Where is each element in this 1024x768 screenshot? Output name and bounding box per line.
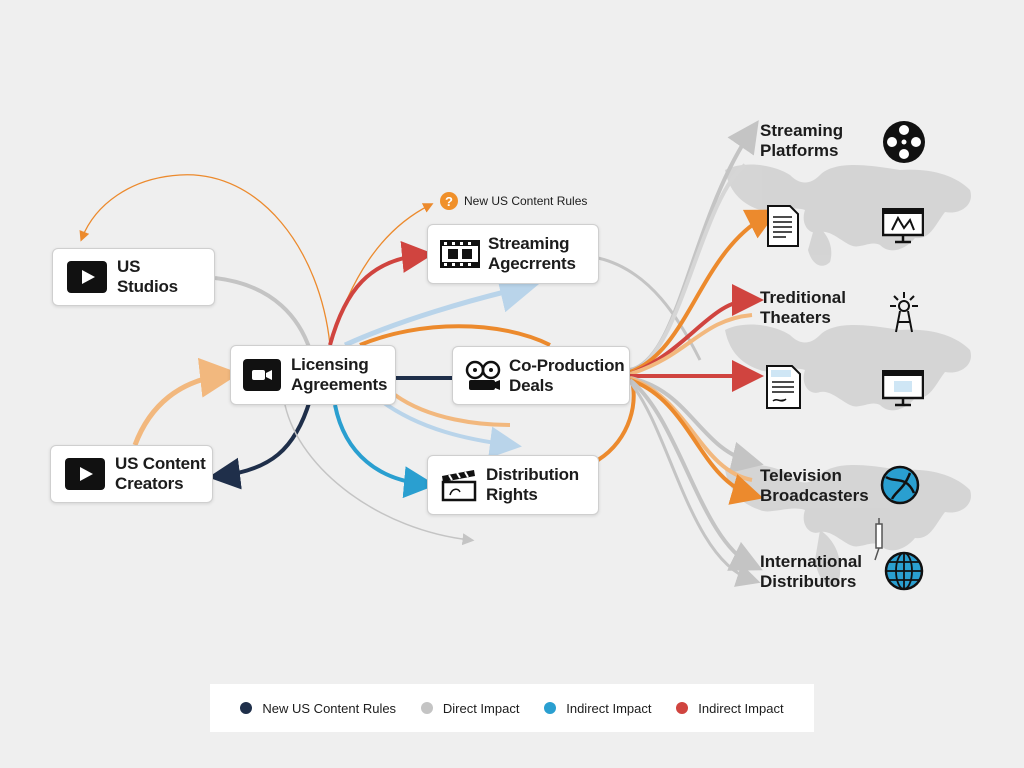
legend-dot <box>676 702 689 714</box>
legend-item: Direct Impact <box>420 700 520 716</box>
target-label-line: Streaming <box>760 121 844 140</box>
node-label-line: Streaming <box>488 234 570 253</box>
contract-icon <box>764 364 802 415</box>
target-label-line: Platforms <box>760 141 839 160</box>
node-label-line: US <box>117 257 141 276</box>
question-icon: ? <box>440 192 458 210</box>
clapperboard-icon <box>440 468 478 502</box>
node-label-line: Distribution <box>486 465 579 484</box>
node-label-line: US Content <box>115 454 206 473</box>
node-distribution-rights[interactable]: Distribution Rights <box>427 455 599 515</box>
legend-item: New US Content Rules <box>240 701 396 716</box>
target-label-line: Theaters <box>760 308 831 327</box>
film-projector-icon <box>465 360 501 392</box>
legend-item: Indirect Impact <box>544 700 652 716</box>
node-label-line: Agecrrents <box>488 254 576 273</box>
legend-dot <box>544 702 557 714</box>
target-label-line: Distributors <box>760 572 857 591</box>
node-us-studios[interactable]: US Studios <box>52 248 215 306</box>
target-label-line: Broadcasters <box>760 486 869 505</box>
node-label-line: Deals <box>509 375 554 395</box>
antenna-icon <box>884 290 924 339</box>
node-label-line: Co-Production <box>509 355 625 375</box>
legend-item: Indirect Impact <box>676 700 784 716</box>
node-label-line: Creators <box>115 474 184 493</box>
target-traditional-theaters[interactable]: Treditional Theaters <box>760 288 846 328</box>
node-label-line: Licensing <box>291 355 369 374</box>
legend: New US Content Rules Direct Impact Indir… <box>210 684 814 732</box>
new-rules-label: New US Content Rules <box>464 194 588 208</box>
camera-icon <box>243 359 281 391</box>
legend-label: Indirect Impact <box>566 700 652 716</box>
node-co-production-deals[interactable]: Co-Production Deals <box>452 346 630 405</box>
node-us-content-creators[interactable]: US Content Creators <box>50 445 213 503</box>
legend-dot <box>420 702 433 714</box>
node-label-line: Rights <box>486 485 538 504</box>
play-icon <box>65 458 105 490</box>
film-strip-icon <box>440 240 480 268</box>
document-icon <box>766 205 800 252</box>
play-icon <box>67 261 107 293</box>
legend-label: Direct Impact <box>442 700 520 716</box>
target-television-broadcasters[interactable]: Television Broadcasters <box>760 466 869 506</box>
legend-dot <box>240 702 253 714</box>
globe-icon <box>884 551 924 596</box>
monitor-icon <box>881 369 925 413</box>
target-international-distributors[interactable]: International Distributors <box>760 552 862 592</box>
node-label-line: Agreements <box>291 375 388 394</box>
film-reel-icon <box>882 120 926 169</box>
target-streaming-platforms[interactable]: Streaming Platforms <box>760 121 843 161</box>
target-label-line: Television <box>760 466 842 485</box>
world-map-1 <box>725 164 971 266</box>
new-rules-annotation: ? New US Content Rules <box>440 192 587 210</box>
node-label-line: Studios <box>117 277 178 296</box>
node-streaming-agreements[interactable]: Streaming Agecrrents <box>427 224 599 284</box>
tv-icon <box>881 207 925 249</box>
target-label-line: International <box>760 552 863 571</box>
legend-label: New US Content Rules <box>262 700 397 716</box>
target-label-line: Treditional <box>760 288 846 307</box>
legend-label: Indirect Impact <box>698 700 784 716</box>
globe-satellite-icon <box>880 465 920 510</box>
node-licensing-agreements[interactable]: Licensing Agreements <box>230 345 396 405</box>
satellite-antenna-icon <box>872 518 886 567</box>
world-map-2 <box>725 324 971 411</box>
